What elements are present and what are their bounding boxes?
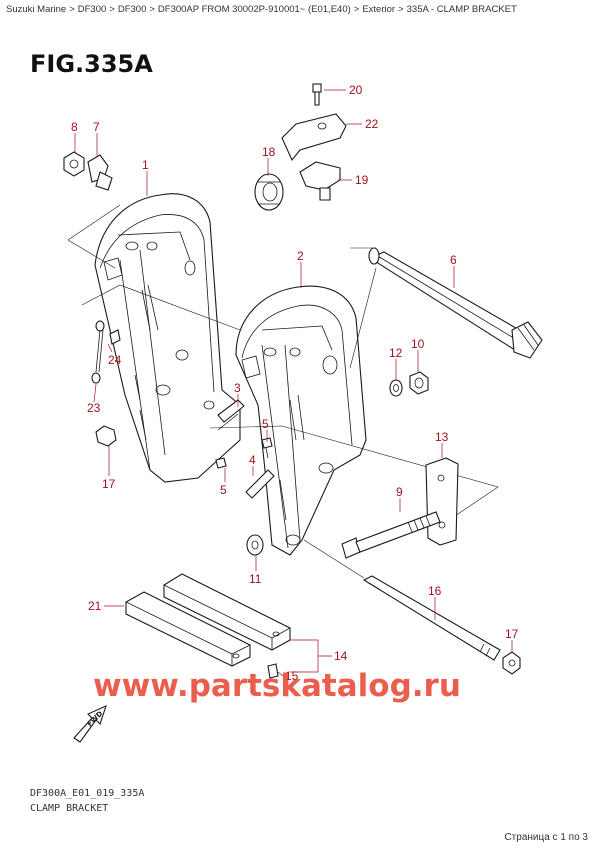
bolt-9[interactable] xyxy=(341,511,441,559)
callout-21[interactable]: 21 xyxy=(88,599,102,613)
breadcrumb-separator: > xyxy=(149,4,155,15)
callout-8[interactable]: 8 xyxy=(71,120,78,134)
washer-12[interactable] xyxy=(389,379,403,397)
nut-8[interactable] xyxy=(63,151,85,177)
bushing-7[interactable] xyxy=(87,154,113,191)
callout-3[interactable]: 3 xyxy=(234,381,241,395)
callout-6[interactable]: 6 xyxy=(450,253,457,267)
figure-code: DF300A_E01_019_335A xyxy=(30,788,145,799)
breadcrumb-separator: > xyxy=(109,4,115,15)
callout-17-left[interactable]: 17 xyxy=(102,477,116,491)
callout-20[interactable]: 20 xyxy=(349,83,363,97)
nut-17-left[interactable] xyxy=(95,425,117,447)
breadcrumb-separator: > xyxy=(353,4,360,15)
breadcrumb-link-2[interactable]: DF300 xyxy=(77,4,107,15)
breadcrumb: Suzuki Marine>DF300>DF300>DF300AP FROM 3… xyxy=(6,4,594,15)
watermark: www.partskatalog.ru xyxy=(93,668,461,704)
breadcrumb-separator: > xyxy=(69,4,75,15)
callout-1[interactable]: 1 xyxy=(142,158,149,172)
callout-9[interactable]: 9 xyxy=(396,485,403,499)
callout-14[interactable]: 14 xyxy=(334,649,348,663)
callout-23[interactable]: 23 xyxy=(87,401,101,415)
callout-7[interactable]: 7 xyxy=(93,120,100,134)
nut-17-right[interactable] xyxy=(502,651,521,675)
callout-18[interactable]: 18 xyxy=(262,145,276,159)
callout-13[interactable]: 13 xyxy=(435,430,449,444)
callout-5-lower[interactable]: 5 xyxy=(220,483,227,497)
callout-12[interactable]: 12 xyxy=(389,346,403,360)
callout-11[interactable]: 11 xyxy=(249,572,262,586)
callout-10[interactable]: 10 xyxy=(411,337,425,351)
stopper-4[interactable] xyxy=(245,469,275,499)
bolt-20[interactable] xyxy=(312,83,322,106)
callout-16[interactable]: 16 xyxy=(428,584,442,598)
callout-5-upper[interactable]: 5 xyxy=(262,417,269,431)
clamp-bracket-left[interactable] xyxy=(94,193,241,483)
bracket-19[interactable] xyxy=(299,161,341,201)
callout-19[interactable]: 19 xyxy=(355,173,369,187)
page-indicator: Страница с 1 по 3 xyxy=(504,832,588,843)
fwd-arrow-icon: FWD xyxy=(73,704,107,743)
clamp-bracket-right[interactable] xyxy=(235,285,367,556)
nut-10[interactable] xyxy=(409,371,429,395)
tilt-tube[interactable] xyxy=(368,247,543,359)
callout-15[interactable]: 15 xyxy=(285,669,299,683)
callout-17-right[interactable]: 17 xyxy=(505,627,519,641)
plate-13[interactable] xyxy=(425,457,459,546)
breadcrumb-link-5[interactable]: Exterior xyxy=(362,4,396,15)
washer-11[interactable] xyxy=(246,534,264,556)
figure-name: CLAMP BRACKET xyxy=(30,803,109,814)
figure-title: FIG.335A xyxy=(30,50,153,78)
callout-22[interactable]: 22 xyxy=(365,117,379,131)
callout-2[interactable]: 2 xyxy=(297,249,304,263)
stopper-3[interactable] xyxy=(217,399,245,431)
breadcrumb-separator: > xyxy=(398,4,404,15)
breadcrumb-current: 335A - CLAMP BRACKET xyxy=(406,4,517,15)
bolt-15[interactable] xyxy=(267,663,279,679)
anode-plate-21[interactable] xyxy=(125,591,280,667)
breadcrumb-link-1[interactable]: Suzuki Marine xyxy=(6,4,67,15)
callout-24[interactable]: 24 xyxy=(108,353,122,367)
breadcrumb-link-3[interactable]: DF300 xyxy=(117,4,147,15)
ground-wire-24[interactable] xyxy=(91,320,121,384)
bolt-5-lower[interactable] xyxy=(215,457,227,469)
callout-4[interactable]: 4 xyxy=(249,453,256,467)
grommet-18[interactable] xyxy=(254,173,284,211)
through-bolt-16[interactable] xyxy=(362,575,501,661)
breadcrumb-link-4[interactable]: DF300AP FROM 30002P-910001~ (E01,E40) xyxy=(157,4,351,15)
plate-22[interactable] xyxy=(281,113,347,162)
